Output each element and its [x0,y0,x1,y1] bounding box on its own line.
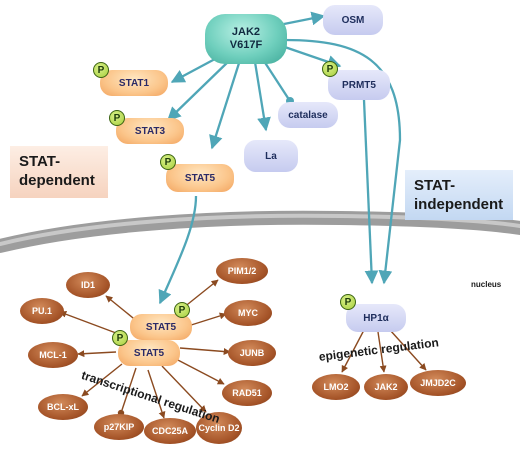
catalase-node: catalase [278,102,338,128]
stat5-dimer-top-node: STAT5 [130,314,192,340]
stat5-node: STAT5 [166,164,234,192]
arrow-jak2-stat3 [167,57,233,121]
arrow-stat5-cyclind2 [161,365,207,413]
stat3-node: STAT3 [116,118,184,144]
arrow-stat5-junb [179,347,231,355]
target-mcl1: MCL-1 [28,342,78,368]
stat1-node: STAT1 [100,70,168,96]
arrow-hp1a-jmjd2c [389,329,427,371]
nucleus-label: nucleus [471,280,502,289]
arrow-stat5-rad51 [173,357,225,385]
hp1a-node: HP1α [346,304,406,332]
stat-independent-label: STAT- independent [405,170,513,220]
target-rad51: RAD51 [222,380,272,406]
arrow-jak2-stat5 [209,59,242,150]
arrow-hp1a-lmo2 [341,329,365,373]
phospho-prmt5-icon: P [322,61,338,77]
target-myc: MYC [224,300,272,326]
target-p27kip: p27KIP [94,414,144,440]
arrow-stat5-cdc25a [147,369,166,419]
phospho-stat5-dimer-bottom-icon: P [112,330,128,346]
target-cdc25a: CDC25A [144,418,196,444]
inhibit-stat5-p27kip [121,367,137,411]
phospho-hp1a-icon: P [340,294,356,310]
arrow-jak2-osm [283,11,326,26]
phospho-stat5-dimer-top-icon: P [174,302,190,318]
stat5-dimer-bottom-node: STAT5 [118,340,180,366]
target-bclxl: BCL-xL [38,394,88,420]
arrow-stat5-myc [187,312,227,327]
prmt5-node: PRMT5 [328,70,390,100]
arrow-stat5-nucleus [158,195,198,305]
arrow-jak2-la [253,61,271,132]
target-pu1: PU.1 [20,298,64,324]
target-junb: JUNB [228,340,276,366]
arrow-hp1a-jak2 [377,331,387,373]
target-cyclin-d2: Cyclin D2 [196,412,242,444]
target-pim12: PIM1/2 [216,258,268,284]
target-jmjd2c: JMJD2C [410,370,466,396]
nuclear-membrane-highlight [0,213,520,246]
nuclear-membrane [0,210,520,253]
arrow-stat5-bclxl [81,363,123,397]
la-node: La [244,140,298,172]
target-id1: ID1 [66,272,110,298]
target-lmo2: LMO2 [312,374,360,400]
phospho-stat3-icon: P [109,110,125,126]
osm-node: OSM [323,5,383,35]
arrow-prmt5-hp1a [362,99,379,285]
jak2-v617f-node: JAK2 V617F [205,14,287,64]
arrow-stat5-mcl1 [77,350,117,358]
target-jak2: JAK2 [364,374,408,400]
phospho-stat5-icon: P [160,154,176,170]
stat-dependent-label: STAT- dependent [10,146,108,198]
phospho-stat1-icon: P [93,62,109,78]
inhibit-jak2-catalase [261,57,289,99]
arrow-jak2-hp1a [284,38,402,285]
